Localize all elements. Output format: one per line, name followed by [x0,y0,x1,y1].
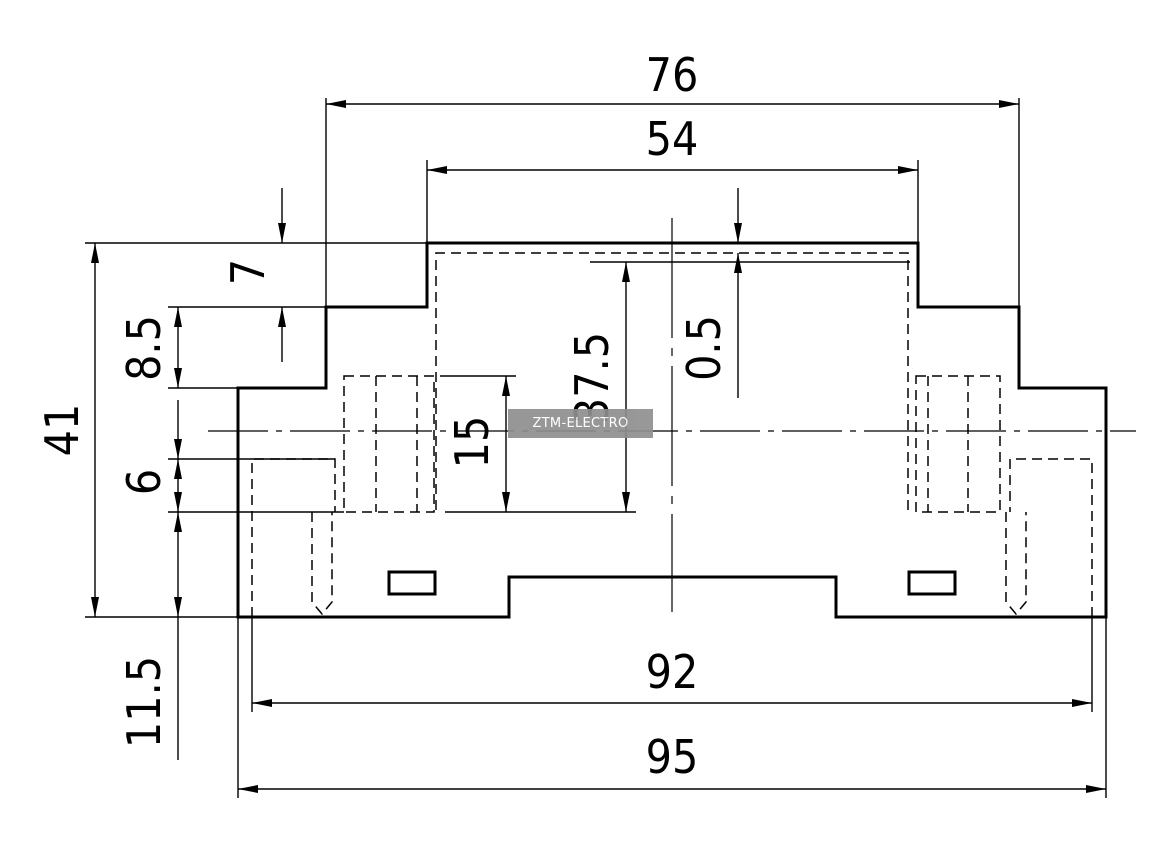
dimension-lines [91,100,1106,793]
dim-label-7: 7 [221,259,275,285]
dim-label-92: 92 [646,645,699,699]
dim-label-54: 54 [646,112,699,166]
dim-label-8-5: 8.5 [117,315,171,381]
right-mounting-slot [907,570,957,596]
dim-label-76: 76 [646,48,699,102]
watermark-text: ZTM-ELECTRO [532,416,629,431]
dim-label-11-5: 11.5 [117,656,171,748]
dim-label-41: 41 [35,404,89,457]
extension-lines [85,98,1107,798]
dim-label-0-5: 0.5 [677,315,731,381]
dim-label-6: 6 [117,469,171,495]
watermark-badge: ZTM-ELECTRO [508,409,653,438]
center-lines [208,218,1136,612]
hidden-lines [251,252,1093,617]
dim-label-95: 95 [646,730,699,784]
left-mounting-slot [387,570,437,596]
dim-label-15: 15 [445,416,499,469]
dimension-labels: 76 54 92 95 41 7 8.5 6 11.5 15 37.5 0.5 [35,48,731,784]
dim-label-37-5: 37.5 [565,332,619,424]
